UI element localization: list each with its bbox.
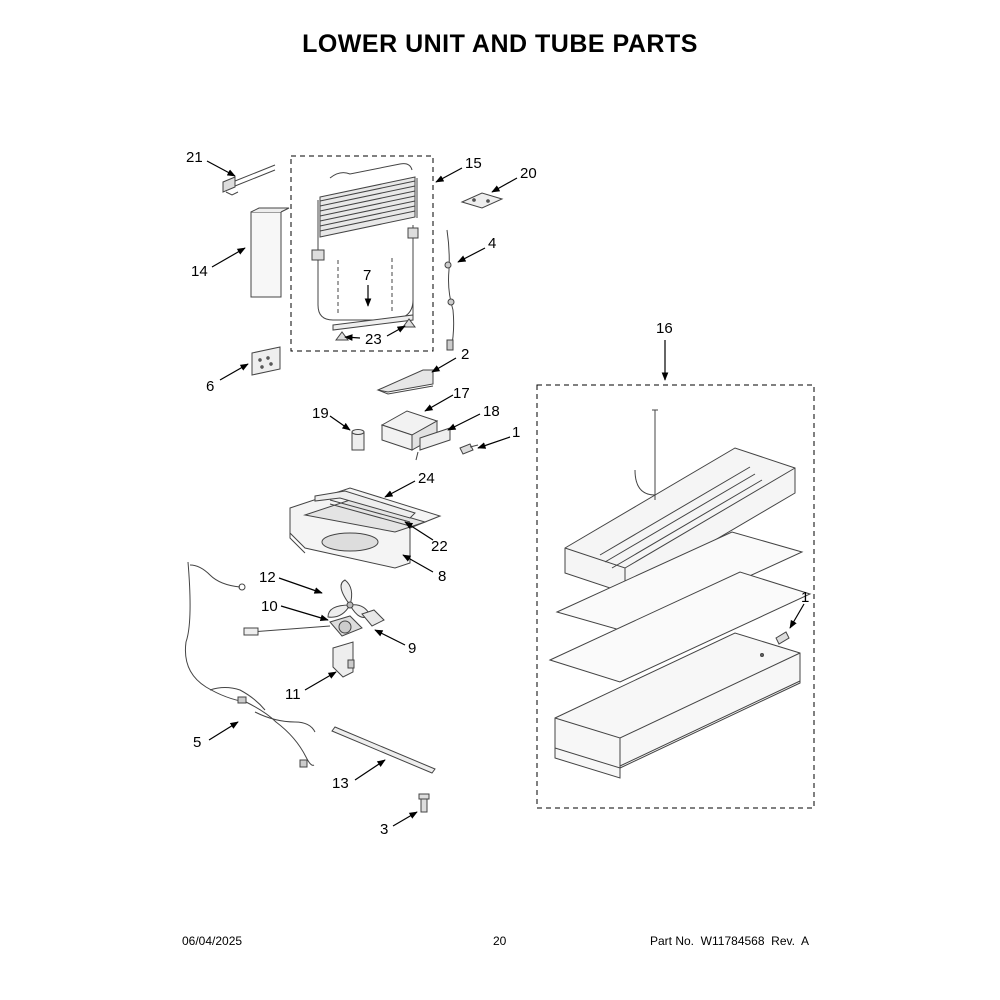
callout-1-lower: 1	[801, 589, 809, 606]
callout-1-upper: 1	[512, 424, 520, 441]
callout-24: 24	[418, 470, 435, 487]
part-5-wire-harness[interactable]	[184, 561, 316, 768]
callout-21: 21	[186, 149, 203, 166]
group-box-15	[290, 155, 434, 352]
leader-arrows	[206, 160, 805, 827]
callout-14: 14	[191, 263, 208, 280]
callout-19: 19	[312, 405, 329, 422]
callout-17: 17	[453, 385, 470, 402]
callout-10: 10	[261, 598, 278, 615]
callout-18: 18	[483, 403, 500, 420]
part-10-motor[interactable]	[243, 615, 363, 637]
part-6-gasket[interactable]	[251, 346, 281, 376]
part-13-rail[interactable]	[331, 726, 436, 774]
footer-date: 06/04/2025	[182, 934, 243, 948]
callout-12: 12	[259, 569, 276, 586]
part-15-evaporator[interactable]	[311, 163, 419, 331]
part-1-screw-upper[interactable]	[459, 443, 479, 455]
part-17-bracket[interactable]	[380, 410, 439, 451]
callout-7: 7	[363, 267, 371, 284]
footer-part-number: Part No. W11784568 Rev. A	[650, 934, 809, 948]
callout-5: 5	[193, 734, 201, 751]
part-4-sensor[interactable]	[444, 229, 455, 351]
part-24-duct[interactable]	[314, 490, 416, 519]
part-1-screw-lower[interactable]	[775, 631, 790, 645]
footer-page-number: 20	[493, 934, 507, 948]
callout-2: 2	[461, 346, 469, 363]
part-20-pad[interactable]	[460, 192, 504, 209]
part-21-tie[interactable]	[222, 164, 276, 196]
page-title: LOWER UNIT AND TUBE PARTS	[302, 30, 698, 58]
callout-16: 16	[656, 320, 673, 337]
callout-3: 3	[380, 821, 388, 838]
part-9-motor-mount[interactable]	[361, 609, 385, 627]
callout-15: 15	[465, 155, 482, 172]
callout-23: 23	[365, 331, 382, 348]
callout-8: 8	[438, 568, 446, 585]
part-14-insulation[interactable]	[250, 207, 290, 298]
part-18-plate[interactable]	[415, 427, 451, 461]
part-11-motor-bracket[interactable]	[332, 641, 355, 678]
group-box-16	[536, 384, 815, 809]
callout-6: 6	[206, 378, 214, 395]
callout-4: 4	[488, 235, 496, 252]
part-22-seal[interactable]	[329, 499, 411, 527]
part-8-fan-housing[interactable]	[289, 487, 442, 569]
part-19-cylinder[interactable]	[351, 429, 365, 451]
callout-11: 11	[285, 686, 301, 703]
callout-22: 22	[431, 538, 448, 555]
part-2-cover[interactable]	[376, 369, 434, 395]
part-3-screw[interactable]	[418, 793, 430, 813]
part-12-fan-blade[interactable]	[327, 579, 371, 618]
part-16-pan-assembly[interactable]	[548, 409, 812, 779]
callout-13: 13	[332, 775, 349, 792]
callout-9: 9	[408, 640, 416, 657]
callout-20: 20	[520, 165, 537, 182]
